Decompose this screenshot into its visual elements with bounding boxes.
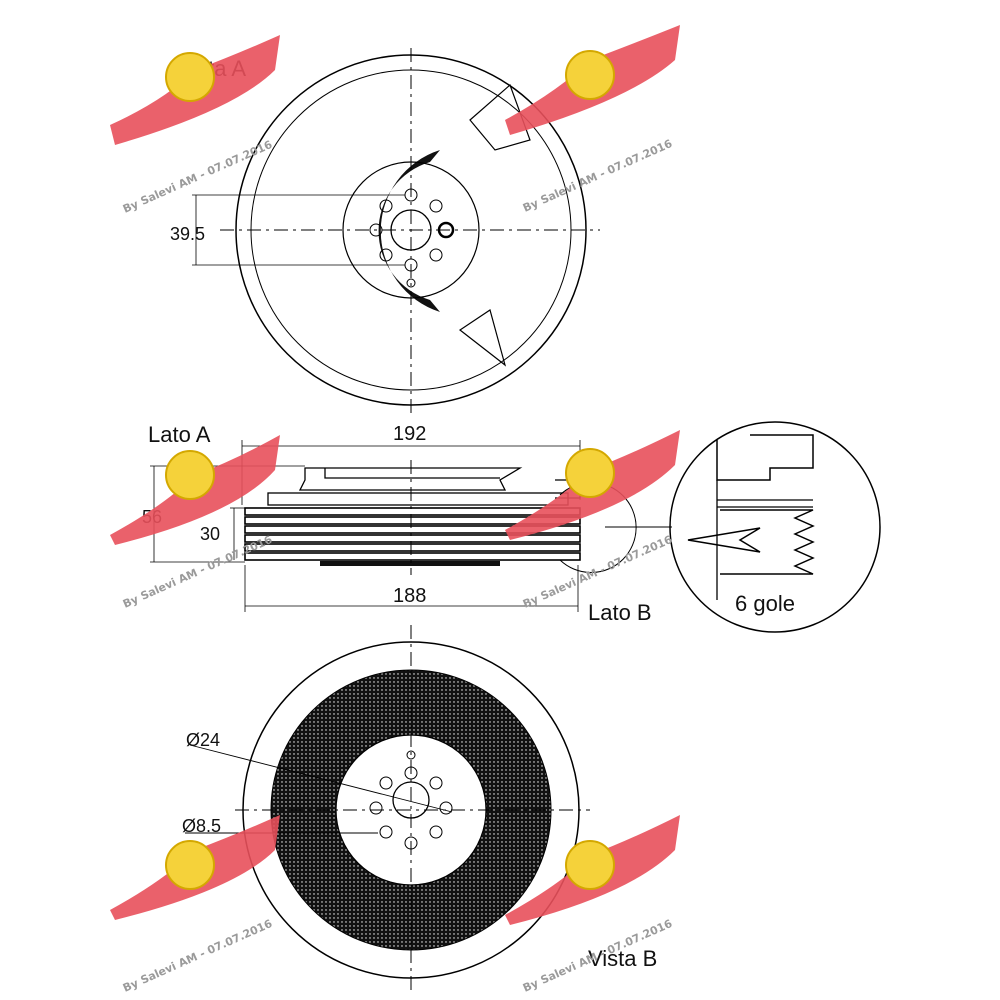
dim-hole: Ø8.5 — [182, 816, 221, 836]
watermark-logo-2 — [505, 25, 680, 135]
cutout-top — [469, 83, 531, 151]
watermark-logo-1 — [110, 35, 280, 145]
watermark-logo-5 — [110, 815, 280, 920]
grooves-label: 6 gole — [735, 591, 795, 616]
belt-grooves — [244, 507, 581, 561]
watermark-logo-6 — [505, 815, 680, 925]
watermark-logo-4 — [505, 430, 680, 540]
lato-b-label: Lato B — [588, 600, 652, 625]
dim-bolt-circle: 39.5 — [170, 224, 205, 244]
dim-bore: Ø24 — [186, 730, 220, 750]
vista-b-label: Vista B — [588, 946, 657, 971]
vista-b-view — [185, 625, 590, 995]
lato-a-label: Lato A — [148, 422, 211, 447]
dim-outer-diameter: 192 — [393, 423, 426, 445]
dim-belt-width: 30 — [200, 524, 220, 544]
watermark-text-3: By Salevi AM - 07.07.2016 — [121, 533, 275, 611]
watermark-logo-3 — [110, 435, 280, 545]
watermark-text-5: By Salevi AM - 07.07.2016 — [121, 917, 275, 995]
dim-belt-diameter: 188 — [393, 585, 426, 607]
watermark-text-2: By Salevi AM - 07.07.2016 — [521, 137, 675, 215]
watermark-text-1: By Salevi AM - 07.07.2016 — [121, 138, 275, 216]
cutout-bottom — [458, 309, 507, 367]
groove-detail — [669, 421, 881, 633]
side-view — [150, 440, 672, 612]
vista-a-view — [192, 48, 600, 415]
